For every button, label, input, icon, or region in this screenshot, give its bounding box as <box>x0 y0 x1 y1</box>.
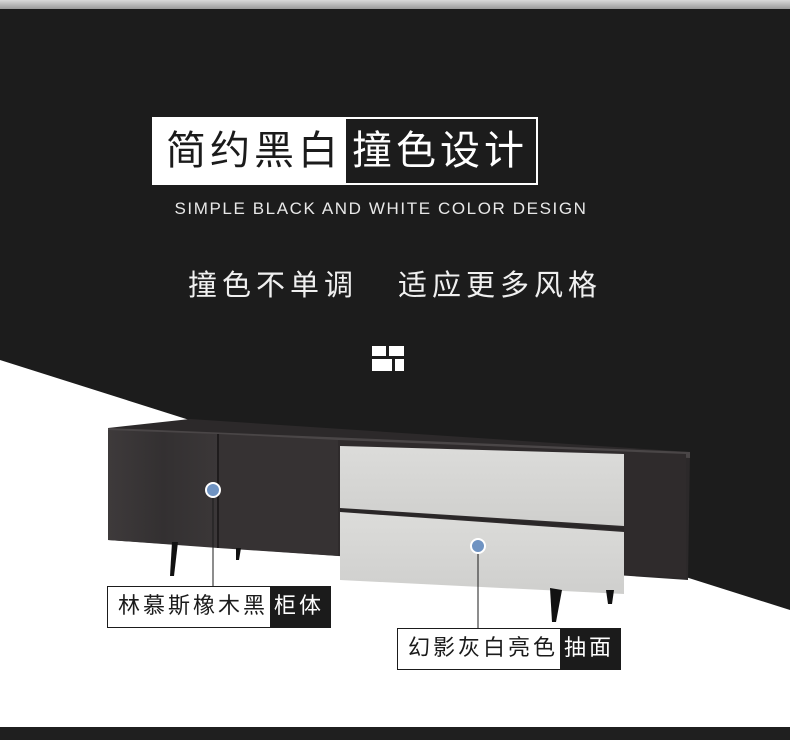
callout-material-label: 林慕斯橡木黑 <box>118 594 269 619</box>
english-subtitle: SIMPLE BLACK AND WHITE COLOR DESIGN <box>174 199 588 218</box>
callout-lines <box>205 482 486 628</box>
cabinet-legs <box>170 542 614 622</box>
callout-drawer-front: 幻影灰白亮色 抽面 <box>397 628 622 670</box>
main-title: 简约黑白 撞色设计 <box>152 117 538 185</box>
callout-part-label: 柜体 <box>270 587 331 627</box>
bottom-bar <box>0 727 790 740</box>
slogan-left: 撞色不单调 <box>187 268 358 302</box>
marker-dot-body <box>205 482 221 498</box>
slogan-right: 适应更多风格 <box>398 268 603 302</box>
drawer-fronts <box>339 446 625 594</box>
callout-cabinet-body: 林慕斯橡木黑 柜体 <box>107 586 332 628</box>
brand-logo-icon <box>372 346 404 371</box>
title-light-part: 简约黑白 <box>152 117 346 185</box>
slogan: 撞色不单调 适应更多风格 <box>0 262 790 304</box>
marker-dot-drawer <box>470 538 486 554</box>
top-strip <box>0 0 790 9</box>
title-dark-part: 撞色设计 <box>346 117 538 185</box>
callout-part-label: 抽面 <box>560 629 621 669</box>
callout-material-label: 幻影灰白亮色 <box>408 636 559 661</box>
